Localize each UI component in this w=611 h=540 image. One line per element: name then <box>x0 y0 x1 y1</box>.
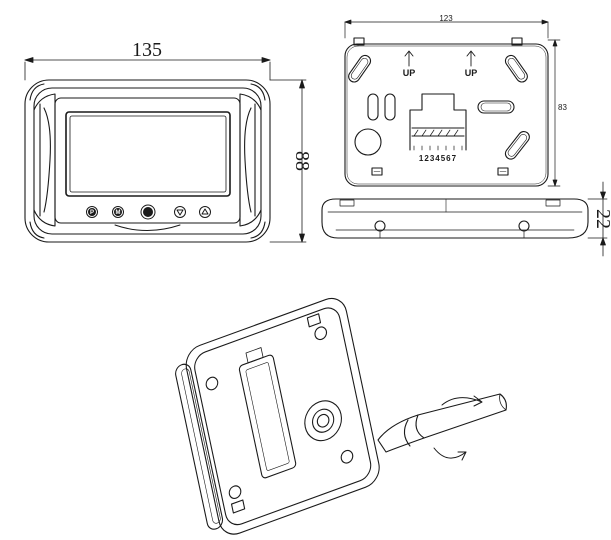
back-width-dimension <box>344 19 549 39</box>
power-button[interactable] <box>140 204 156 220</box>
install-view <box>175 297 507 535</box>
up-arrow-left <box>404 50 414 67</box>
battery-hole <box>354 128 382 156</box>
front-width-dimension <box>24 57 271 81</box>
front-height-dimension <box>269 79 307 243</box>
front-housing-inner <box>33 87 262 235</box>
terminal-numbers: 1234567 <box>419 154 457 163</box>
up-button[interactable] <box>199 206 211 218</box>
p-button[interactable] <box>86 206 98 218</box>
up-label-left: UP <box>403 68 416 78</box>
front-face <box>54 97 241 224</box>
m-button[interactable] <box>112 206 124 218</box>
up-label-right: UP <box>465 68 478 78</box>
terminal-block <box>409 93 467 151</box>
back-width-label: 123 <box>439 14 453 23</box>
back-height-dimension <box>547 39 561 187</box>
front-housing-outer <box>24 79 271 243</box>
up-arrow-right <box>466 50 476 67</box>
back-view <box>344 19 561 187</box>
install-tool <box>377 393 507 461</box>
side-profile <box>321 198 589 239</box>
back-plate <box>344 43 549 187</box>
m-button-label: M <box>116 210 121 216</box>
p-button-label: P <box>90 210 94 216</box>
front-view <box>24 57 307 243</box>
lcd-screen <box>65 111 231 197</box>
side-view <box>321 181 608 257</box>
front-width-label: 135 <box>132 39 162 61</box>
front-height-label: 88 <box>291 151 313 171</box>
back-height-label: 83 <box>558 103 567 112</box>
front-buttons <box>86 204 211 220</box>
side-depth-dimension <box>587 181 608 257</box>
down-button[interactable] <box>174 206 186 218</box>
side-depth-label: 22 <box>592 209 611 229</box>
install-housing-outer <box>185 297 380 535</box>
install-battery-bay <box>238 354 297 479</box>
